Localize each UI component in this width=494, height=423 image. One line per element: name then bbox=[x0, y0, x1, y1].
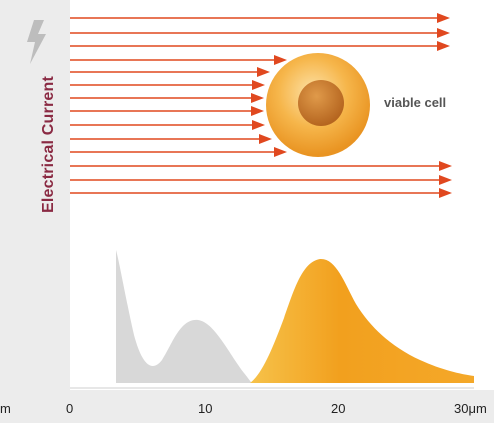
debris-peak bbox=[116, 250, 252, 383]
current-arrowhead-13 bbox=[439, 175, 452, 185]
tick-label-30: 30μm bbox=[454, 401, 487, 416]
axis-unit-fragment: m bbox=[0, 401, 11, 416]
tick-30-unit: μm bbox=[468, 401, 487, 416]
current-arrowhead-9 bbox=[252, 120, 265, 130]
lightning-bolt-icon bbox=[27, 20, 46, 64]
current-arrowhead-14 bbox=[439, 188, 452, 198]
tick-30-value: 30 bbox=[454, 401, 469, 416]
current-arrowhead-12 bbox=[439, 161, 452, 171]
cell-nucleus bbox=[298, 80, 344, 126]
current-arrowhead-8 bbox=[251, 106, 264, 116]
current-arrowhead-10 bbox=[259, 134, 272, 144]
viable-cell-label: viable cell bbox=[384, 95, 447, 110]
tick-label-10: 10 bbox=[198, 401, 213, 416]
tick-label-0: 0 bbox=[66, 401, 74, 416]
current-arrowhead-6 bbox=[252, 80, 265, 90]
current-arrowhead-2 bbox=[437, 28, 450, 38]
current-arrowhead-7 bbox=[251, 93, 264, 103]
electrical-current-label: Electrical Current bbox=[40, 76, 57, 213]
tick-label-20: 20 bbox=[331, 401, 346, 416]
current-arrowhead-11 bbox=[274, 147, 287, 157]
size-distribution bbox=[116, 250, 474, 383]
current-arrowhead-5 bbox=[257, 67, 270, 77]
current-arrows bbox=[70, 13, 452, 198]
viable-cell bbox=[266, 53, 370, 157]
current-arrowhead-4 bbox=[274, 55, 287, 65]
current-arrowhead-1 bbox=[437, 13, 450, 23]
current-arrowhead-3 bbox=[437, 41, 450, 51]
viable-cell-peak bbox=[250, 258, 474, 383]
